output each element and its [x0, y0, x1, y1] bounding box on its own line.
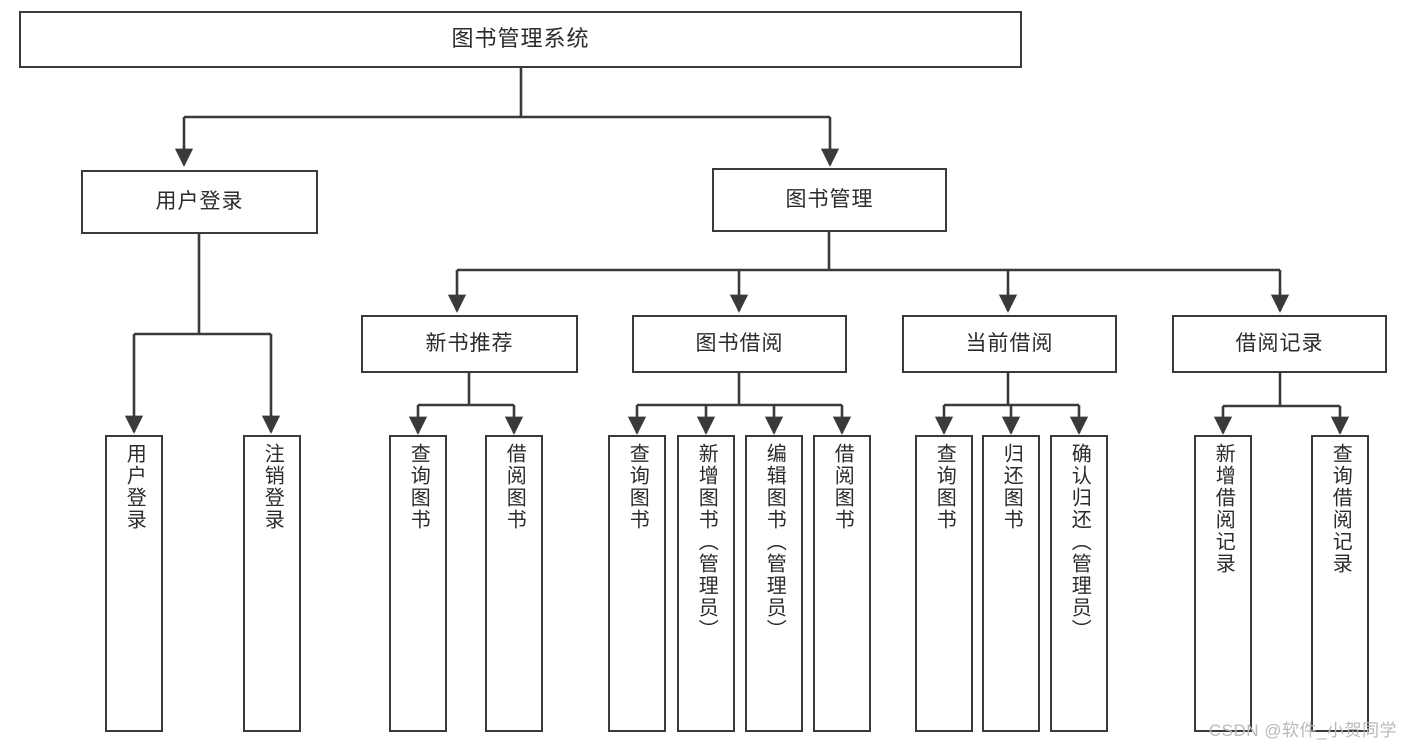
node-label: 图书借阅 — [695, 332, 784, 356]
leaf-return-book[interactable]: 归还图书 — [982, 435, 1040, 732]
leaf-user-login[interactable]: 用户登录 — [105, 435, 163, 732]
leaf-borrow-book-recommend[interactable]: 借阅图书 — [485, 435, 543, 732]
node-label: 确认归还（管理员） — [1068, 443, 1091, 641]
node-label: 借阅图书 — [831, 443, 854, 531]
node-new-book-recommend[interactable]: 新书推荐 — [361, 315, 578, 373]
node-borrow-records[interactable]: 借阅记录 — [1172, 315, 1387, 373]
node-label: 用户登录 — [155, 190, 244, 214]
node-book-borrow[interactable]: 图书借阅 — [632, 315, 847, 373]
node-label: 查询图书 — [933, 443, 956, 531]
leaf-borrow-book[interactable]: 借阅图书 — [813, 435, 871, 732]
leaf-query-borrow-record[interactable]: 查询借阅记录 — [1311, 435, 1369, 732]
leaf-edit-book-admin[interactable]: 编辑图书（管理员） — [745, 435, 803, 732]
leaf-confirm-return-admin[interactable]: 确认归还（管理员） — [1050, 435, 1108, 732]
leaf-query-book-borrow[interactable]: 查询图书 — [608, 435, 666, 732]
node-label: 查询借阅记录 — [1329, 443, 1352, 575]
node-label: 当前借阅 — [965, 332, 1054, 356]
node-label: 图书管理 — [785, 188, 874, 212]
node-label: 借阅图书 — [503, 443, 526, 531]
node-label: 新增图书（管理员） — [695, 443, 718, 641]
node-root-system[interactable]: 图书管理系统 — [19, 11, 1022, 68]
node-label: 用户登录 — [123, 443, 146, 531]
node-label: 新增借阅记录 — [1212, 443, 1235, 575]
node-label: 借阅记录 — [1235, 332, 1324, 356]
leaf-logout[interactable]: 注销登录 — [243, 435, 301, 732]
watermark: CSDN @软件_小贺同学 — [1208, 721, 1397, 740]
node-label: 图书管理系统 — [451, 26, 590, 52]
node-label: 查询图书 — [407, 443, 430, 531]
leaf-add-borrow-record[interactable]: 新增借阅记录 — [1194, 435, 1252, 732]
node-label: 编辑图书（管理员） — [763, 443, 786, 641]
node-book-management[interactable]: 图书管理 — [712, 168, 947, 232]
node-current-borrow[interactable]: 当前借阅 — [902, 315, 1117, 373]
leaf-query-book-recommend[interactable]: 查询图书 — [389, 435, 447, 732]
node-user-login[interactable]: 用户登录 — [81, 170, 318, 234]
node-label: 归还图书 — [1000, 443, 1023, 531]
node-label: 查询图书 — [626, 443, 649, 531]
leaf-add-book-admin[interactable]: 新增图书（管理员） — [677, 435, 735, 732]
leaf-query-book-current[interactable]: 查询图书 — [915, 435, 973, 732]
node-label: 新书推荐 — [425, 332, 514, 356]
node-label: 注销登录 — [261, 443, 284, 531]
